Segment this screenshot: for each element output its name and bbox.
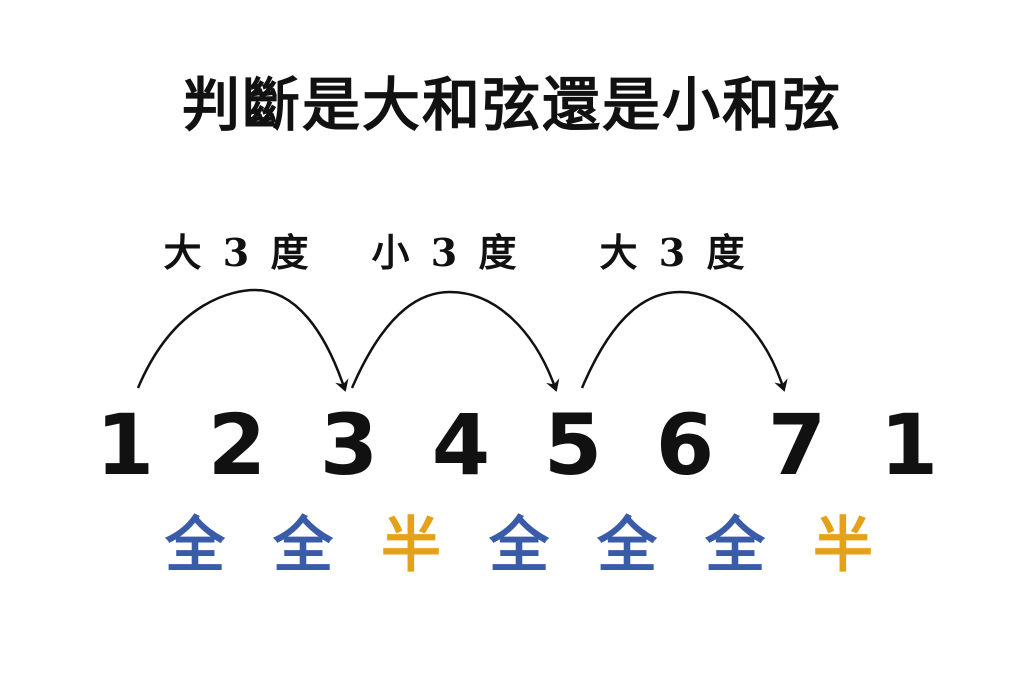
scale-degree-5: 5 (543, 396, 603, 494)
page-title: 判斷是大和弦還是小和弦 (181, 71, 842, 139)
step-6-whole: 全 (705, 511, 765, 581)
interval-arc-3-5 (350, 290, 560, 392)
scale-degree-4: 4 (431, 396, 491, 494)
interval-label-minor-third: 小 3 度 (371, 230, 521, 275)
scale-degree-7: 7 (767, 396, 827, 494)
step-3-half: 半 (381, 511, 441, 581)
scale-degree-1: 1 (95, 396, 155, 494)
step-2-whole: 全 (273, 511, 333, 581)
step-1-whole: 全 (165, 511, 225, 581)
scale-degree-octave: 1 (879, 396, 939, 494)
scale-degree-2: 2 (207, 396, 267, 494)
step-4-whole: 全 (489, 511, 549, 581)
step-7-half: 半 (813, 511, 873, 581)
scale-degree-6: 6 (655, 396, 715, 494)
interval-arc-5-7 (580, 290, 788, 392)
interval-arc-1-3 (136, 288, 349, 392)
scale-degree-3: 3 (319, 396, 379, 494)
interval-label-major-third-2: 大 3 度 (599, 230, 749, 275)
interval-label-major-third-1: 大 3 度 (163, 230, 313, 275)
step-5-whole: 全 (597, 511, 657, 581)
